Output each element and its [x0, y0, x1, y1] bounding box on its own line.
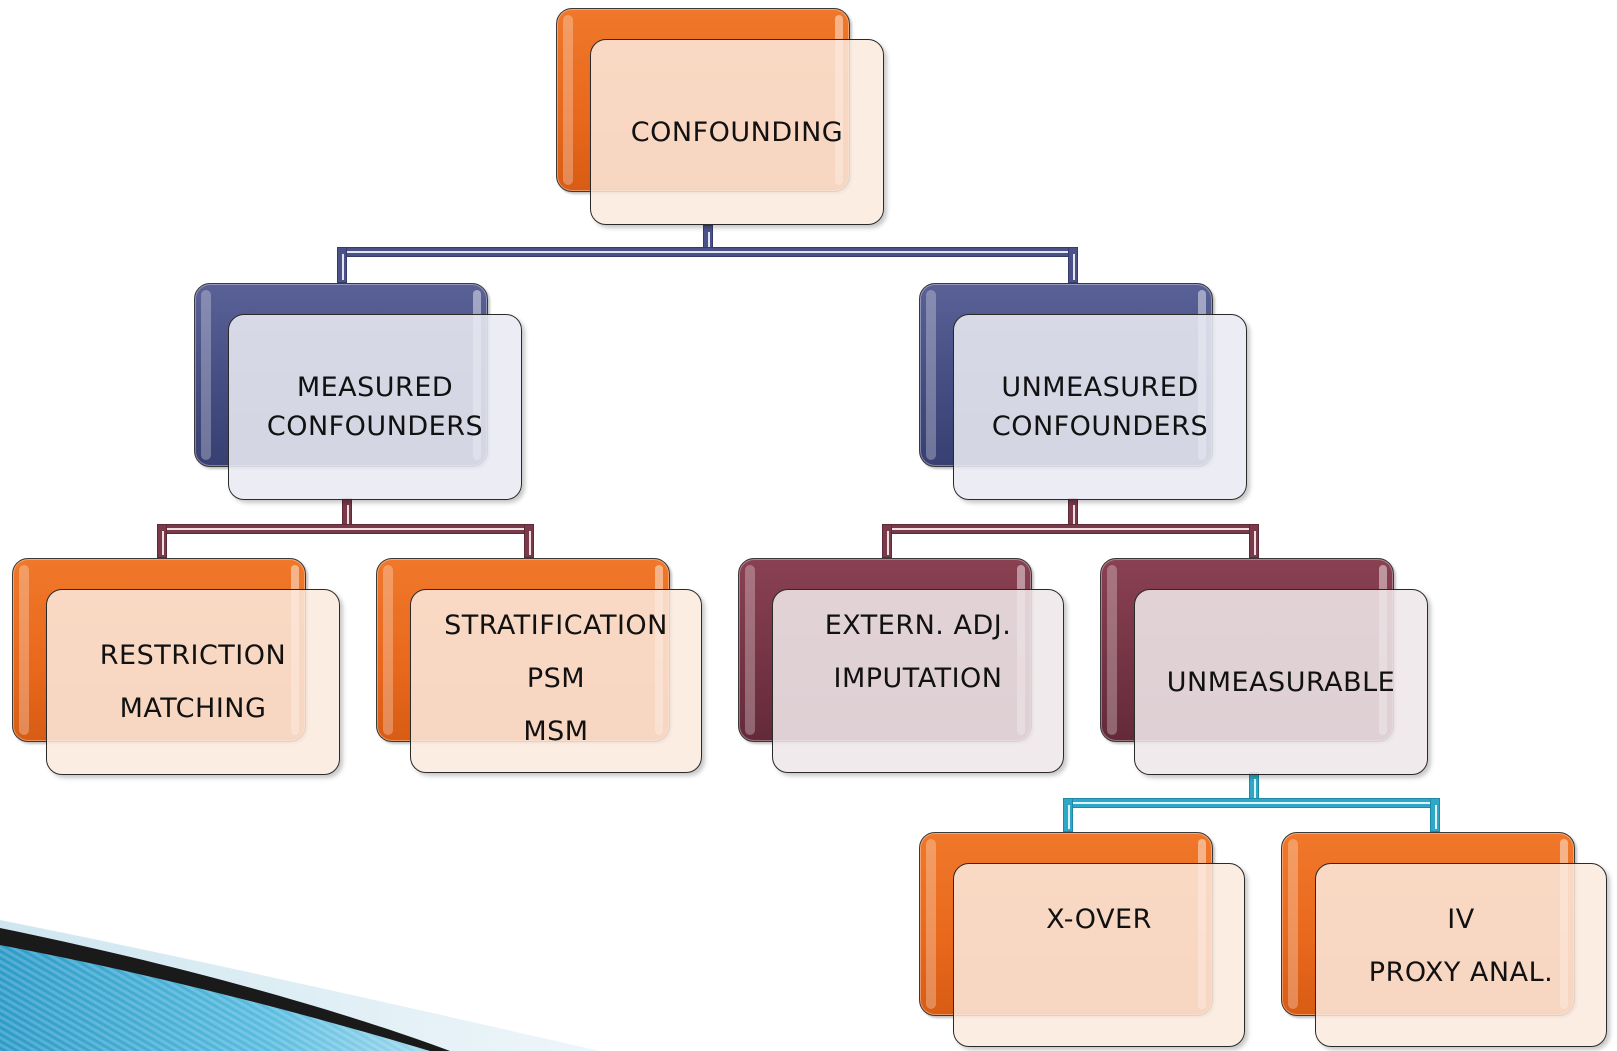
- connector-unmeasured-bar: [882, 524, 1259, 534]
- connector-root-bar: [337, 247, 1078, 257]
- node-label-line: IMPUTATION: [833, 663, 1003, 694]
- node-label-line: MATCHING: [119, 693, 267, 724]
- node-label-line: MSM: [523, 716, 589, 747]
- node-label-line: CONFOUNDERS: [991, 411, 1209, 442]
- connector-to-unmeasured: [1068, 247, 1078, 283]
- connector-unmeasurable-bar: [1063, 798, 1440, 808]
- node-label-box: UNMEASURED CONFOUNDERS: [953, 314, 1247, 500]
- connector-to-stratification: [524, 524, 534, 558]
- node-label-line: IV: [1447, 904, 1475, 935]
- node-label-line: MEASURED: [296, 372, 454, 403]
- connector-to-unmeasurable: [1249, 524, 1259, 558]
- node-label-box: STRATIFICATION PSM MSM: [410, 589, 702, 773]
- connector-to-iv: [1430, 798, 1440, 832]
- node-label-line: EXTERN. ADJ.: [824, 610, 1012, 641]
- node-label-line: CONFOUNDERS: [266, 411, 484, 442]
- swoosh-light-band: [0, 920, 600, 1051]
- swoosh-stripes: [0, 935, 450, 1051]
- node-label-line: UNMEASURED: [1001, 372, 1199, 403]
- node-label-box: CONFOUNDING: [590, 39, 884, 225]
- swoosh-blue-band: [0, 935, 450, 1051]
- node-label-line: UNMEASURABLE: [1166, 666, 1396, 698]
- node-label-box: UNMEASURABLE: [1134, 589, 1428, 775]
- node-label-line: RESTRICTION: [99, 640, 287, 671]
- connector-measured-bar: [157, 524, 534, 534]
- connector-to-measured: [337, 247, 347, 283]
- swoosh-dark-edge: [0, 928, 450, 1051]
- connector-to-extern: [882, 524, 892, 558]
- connector-to-restriction: [157, 524, 167, 558]
- connector-to-xover: [1063, 798, 1073, 832]
- node-label-line: STRATIFICATION: [444, 610, 668, 641]
- node-label-box: RESTRICTION MATCHING: [46, 589, 340, 775]
- node-label-box: X-OVER: [953, 863, 1245, 1047]
- node-label-box: EXTERN. ADJ. IMPUTATION: [772, 589, 1064, 773]
- node-label-line: PSM: [526, 663, 586, 694]
- node-label-line: PROXY ANAL.: [1368, 957, 1554, 988]
- node-label-box: MEASURED CONFOUNDERS: [228, 314, 522, 500]
- node-label-line: CONFOUNDING: [630, 116, 844, 148]
- node-label-line: X-OVER: [1046, 904, 1152, 935]
- node-label-box: IV PROXY ANAL.: [1315, 863, 1607, 1047]
